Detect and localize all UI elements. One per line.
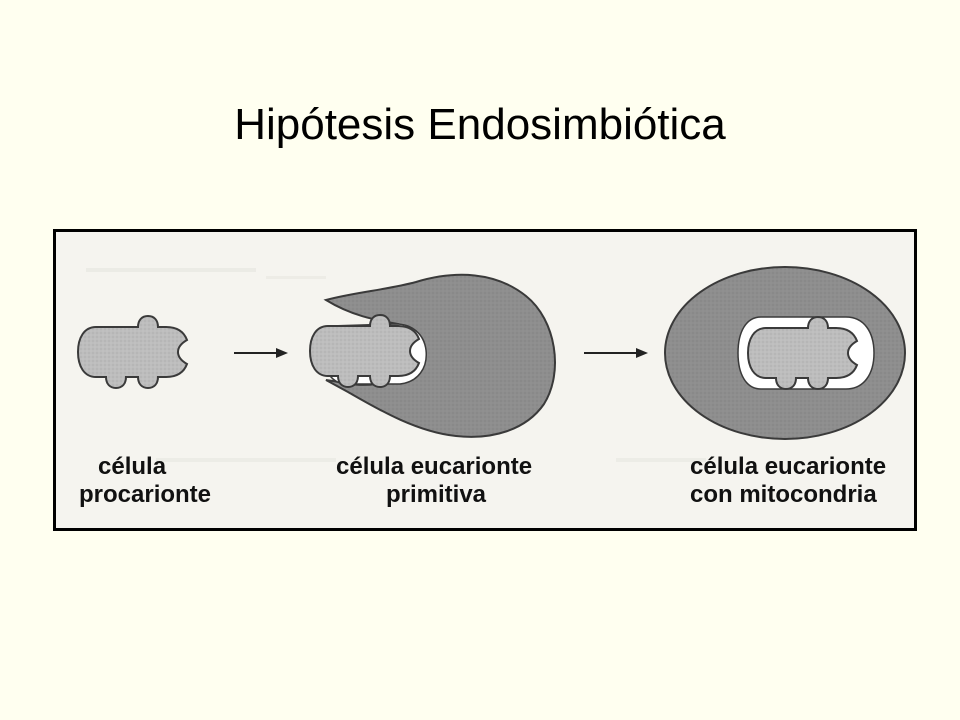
endosymbiosis-diagram: [77, 266, 906, 462]
primitive-eukaryote-cell: [309, 273, 556, 438]
arrow-right-icon: [234, 348, 288, 358]
prokaryote-cell: [77, 315, 188, 389]
stage-label-primitive-line2: primitiva: [386, 481, 487, 508]
endosymbiosis-figure: célula procarionte célula eucarionte pri…: [53, 229, 917, 531]
stage-label-mitochondria-line1: célula eucarionte: [690, 453, 887, 480]
eukaryote-with-mitochondrion-cell: [664, 266, 906, 440]
arrow-right-icon: [584, 348, 648, 358]
stage-label-primitive-line1: célula eucarionte: [336, 453, 533, 480]
stage-label-prokaryote-line2: procarionte: [79, 481, 212, 508]
slide-title: Hipótesis Endosimbiótica: [234, 100, 726, 149]
stage-label-prokaryote-line1: célula: [98, 453, 167, 480]
stage-label-mitochondria-line2: con mitocondria: [690, 481, 877, 508]
scan-smudges: [86, 268, 706, 462]
